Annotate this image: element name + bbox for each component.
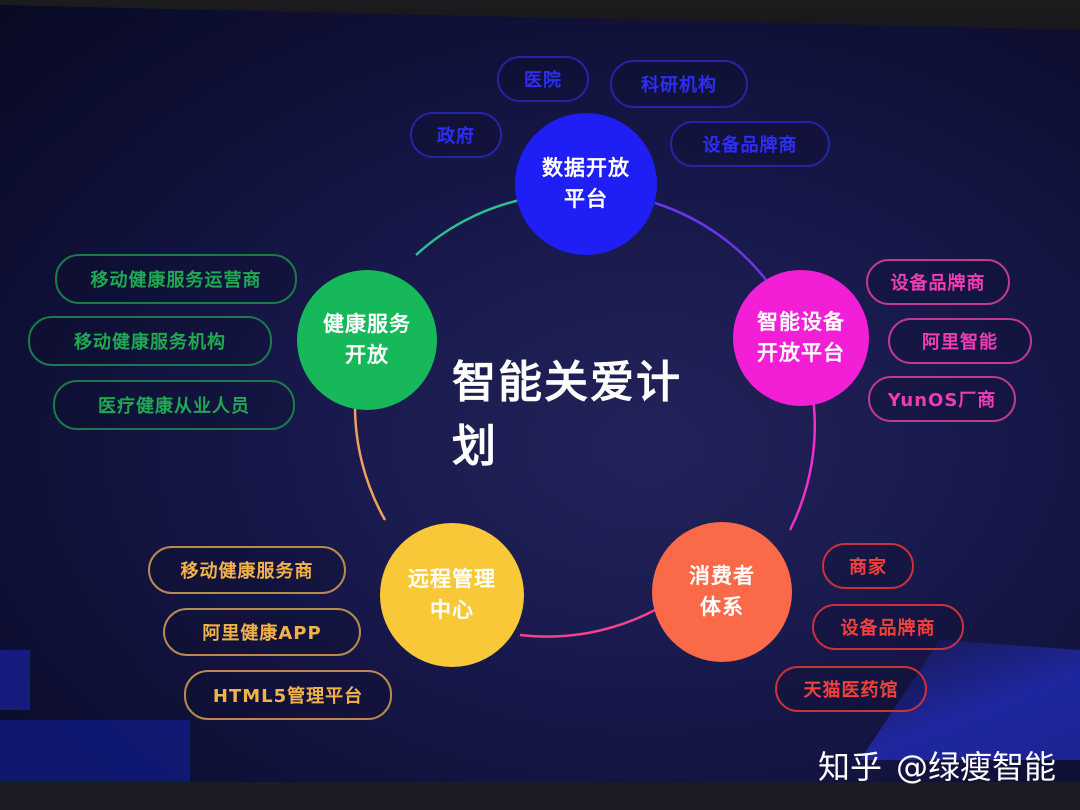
watermark: 知乎 @绿瘦智能: [818, 742, 1056, 788]
node-label: 远程管理: [408, 567, 496, 591]
node-health-service: 健康服务 开放: [297, 270, 437, 410]
partner-pill: 商家: [822, 543, 914, 589]
node-label: 开放: [345, 343, 389, 367]
partner-pill: 科研机构: [610, 60, 748, 108]
stage-light: [0, 650, 30, 710]
partner-pill: YunOS厂商: [868, 376, 1016, 422]
partner-pill: 医院: [497, 56, 589, 102]
stage-floor: [0, 782, 1080, 810]
node-label: 开放平台: [757, 341, 845, 365]
diagram-title: 智能关爱计划: [452, 357, 682, 472]
node-data-open-platform: 数据开放 平台: [515, 113, 657, 255]
node-label: 健康服务: [323, 312, 411, 336]
partner-pill: 政府: [410, 112, 502, 158]
watermark-handle: @绿瘦智能: [896, 748, 1057, 786]
partner-pill: 设备品牌商: [866, 259, 1010, 305]
node-label: 中心: [430, 598, 474, 622]
partner-pill: 阿里健康APP: [163, 608, 361, 656]
watermark-platform: 知乎: [818, 748, 883, 786]
node-label: 智能设备: [757, 310, 845, 334]
partner-pill: 移动健康服务运营商: [55, 254, 297, 304]
node-remote-management: 远程管理 中心: [380, 523, 524, 667]
node-consumer-system: 消费者 体系: [652, 522, 792, 662]
node-smart-device-platform: 智能设备 开放平台: [733, 270, 869, 406]
partner-pill: 阿里智能: [888, 318, 1032, 364]
node-label: 数据开放: [542, 156, 630, 180]
partner-pill: 天猫医药馆: [775, 666, 927, 712]
node-label: 消费者: [689, 564, 755, 588]
partner-pill: 设备品牌商: [812, 604, 964, 650]
partner-pill: HTML5管理平台: [184, 670, 392, 720]
partner-pill: 设备品牌商: [670, 121, 830, 167]
partner-pill: 移动健康服务机构: [28, 316, 272, 366]
node-label: 平台: [564, 187, 608, 211]
node-label: 体系: [700, 595, 744, 619]
stage-light: [0, 720, 190, 782]
partner-pill: 医疗健康从业人员: [53, 380, 295, 430]
partner-pill: 移动健康服务商: [148, 546, 346, 594]
